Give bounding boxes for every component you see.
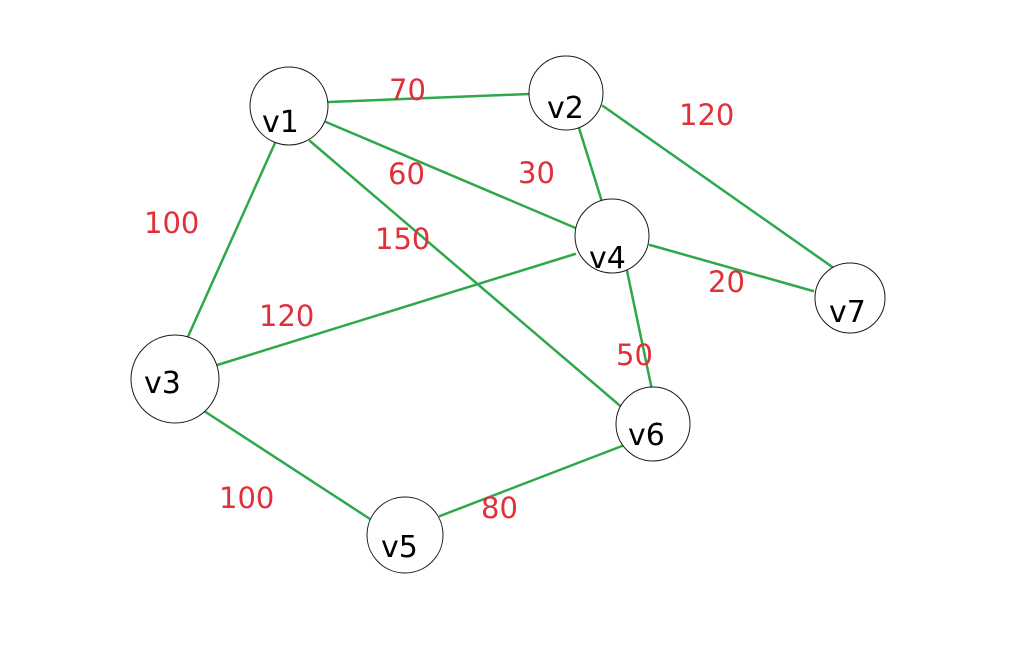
edge-weight-v1-v4: 60 — [388, 157, 425, 191]
edge-v1-v4 — [324, 120, 587, 234]
edge-v1-v3 — [184, 141, 277, 343]
node-v1-circle — [249, 66, 329, 146]
edge-v2-v4 — [577, 126, 605, 207]
edge-weight-v2-v4: 30 — [518, 156, 555, 190]
weights-layer: 70 30 120 60 100 150 120 20 50 100 80 — [144, 73, 745, 525]
node-v7-label: v7 — [829, 295, 866, 330]
node-v4: v4 — [574, 198, 650, 276]
edge-weight-v2-v7: 120 — [679, 98, 734, 132]
node-v4-label: v4 — [589, 241, 626, 276]
node-v5-label: v5 — [381, 530, 418, 565]
nodes-layer: v1 v2 v3 v4 v5 v6 v7 — [130, 55, 886, 574]
node-v5: v5 — [366, 496, 444, 574]
edge-v4-v7 — [648, 243, 815, 293]
node-v3-circle — [130, 334, 220, 424]
edge-v5-v6 — [438, 444, 624, 518]
edge-weight-v3-v4: 120 — [259, 299, 314, 333]
node-v1: v1 — [249, 66, 329, 146]
node-v3-label: v3 — [144, 366, 181, 401]
edge-v1-v2 — [327, 92, 531, 104]
edge-weight-v5-v6: 80 — [481, 491, 518, 525]
edges-layer — [184, 92, 840, 521]
edge-v3-v5 — [199, 407, 372, 521]
node-v6: v6 — [615, 386, 691, 462]
node-v3: v3 — [130, 334, 220, 424]
node-v1-label: v1 — [262, 105, 299, 140]
edge-weight-v1-v6: 150 — [375, 222, 430, 256]
edge-v2-v7 — [601, 104, 840, 273]
node-v6-circle — [615, 386, 691, 462]
node-v2-circle — [528, 55, 604, 131]
node-v2: v2 — [528, 55, 604, 131]
node-v6-label: v6 — [628, 418, 665, 453]
edge-weight-v4-v6: 50 — [616, 338, 653, 372]
node-v7-circle — [814, 262, 886, 334]
edge-weight-v4-v7: 20 — [708, 265, 745, 299]
node-v4-circle — [574, 198, 650, 274]
node-v5-circle — [366, 496, 444, 574]
edge-weight-v1-v2: 70 — [389, 73, 426, 107]
edge-v4-v6 — [624, 264, 654, 392]
edge-weight-v3-v5: 100 — [219, 481, 274, 515]
edge-weight-v1-v3: 100 — [144, 206, 199, 240]
edge-v3-v4 — [212, 252, 577, 368]
node-v2-label: v2 — [547, 91, 584, 126]
node-v7: v7 — [814, 262, 886, 334]
edge-v1-v6 — [308, 139, 627, 412]
